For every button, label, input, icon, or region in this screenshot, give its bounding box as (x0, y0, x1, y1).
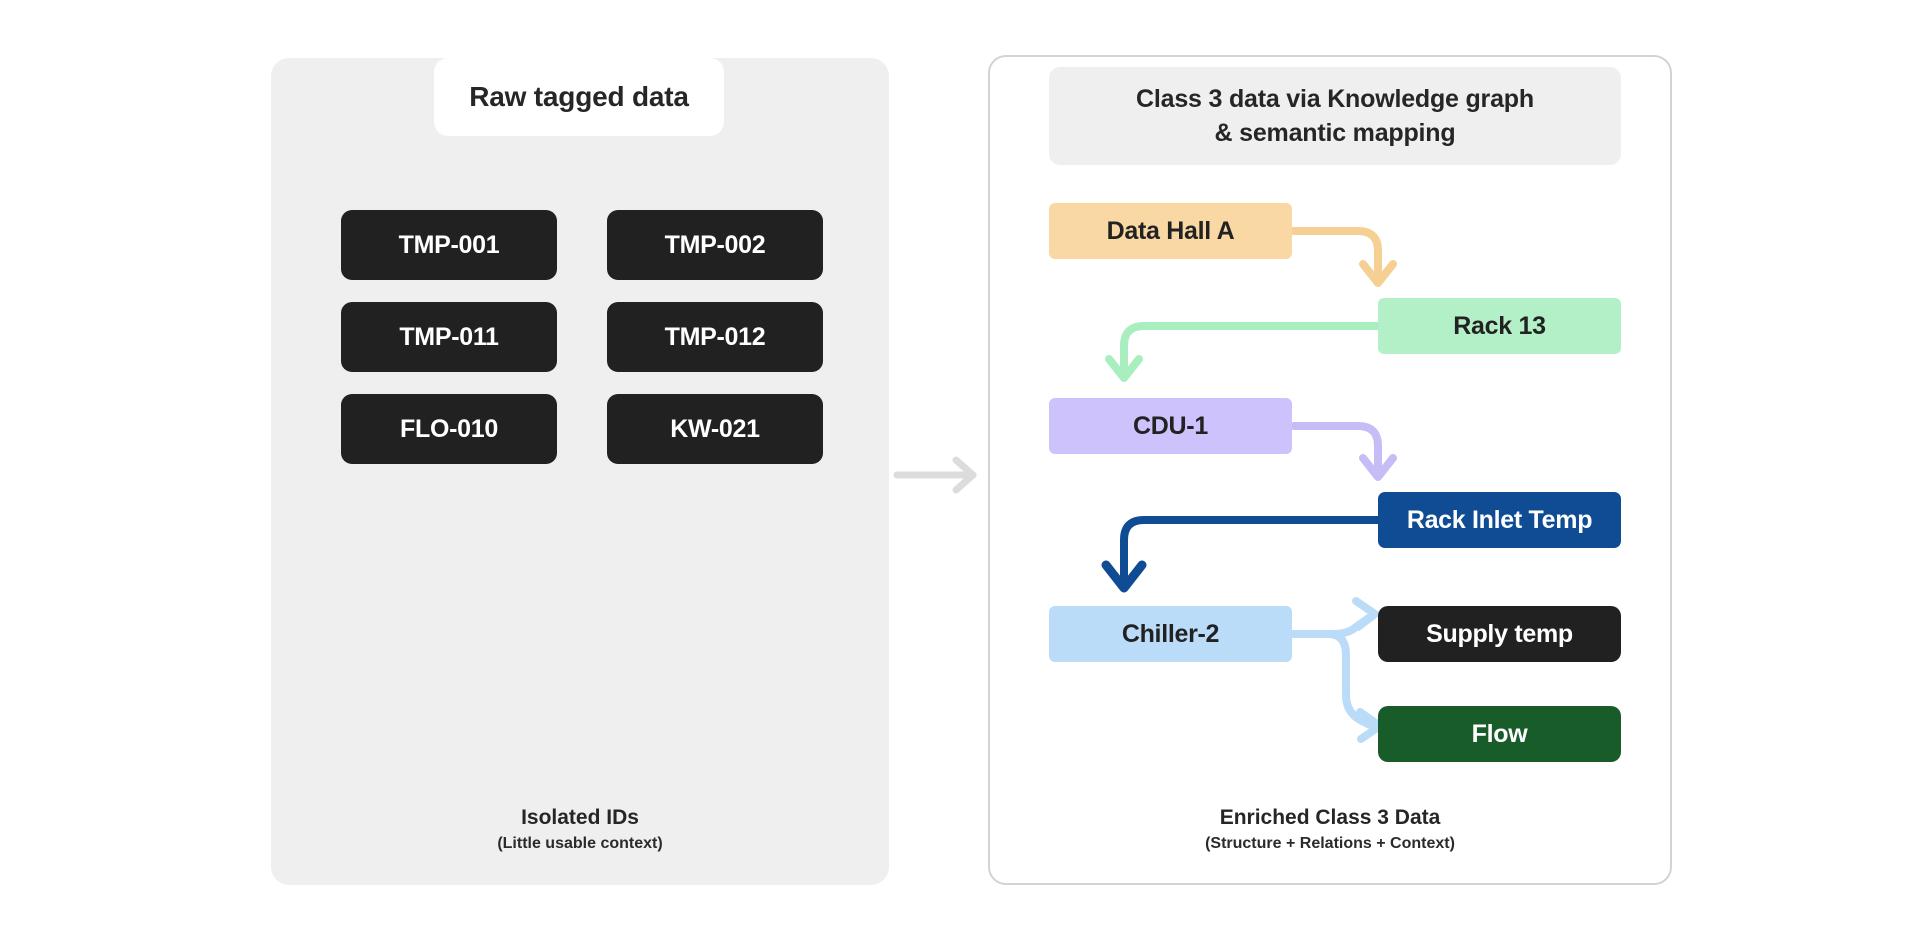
graph-node-flow[interactable]: Flow (1378, 706, 1621, 762)
tag-chip-0[interactable]: TMP-001 (341, 210, 557, 280)
raw-tag-grid: TMP-001 TMP-002 TMP-011 TMP-012 FLO-010 … (341, 210, 823, 464)
graph-node-data-hall-a[interactable]: Data Hall A (1049, 203, 1292, 259)
graph-node-label: Data Hall A (1106, 216, 1235, 245)
tag-chip-4[interactable]: FLO-010 (341, 394, 557, 464)
arrow-right-icon (893, 456, 977, 494)
raw-data-caption-main: Isolated IDs (521, 806, 639, 829)
tag-chip-2[interactable]: TMP-011 (341, 302, 557, 372)
raw-tagged-data-panel (271, 58, 889, 885)
graph-node-cdu-1[interactable]: CDU-1 (1049, 398, 1292, 454)
graph-node-supply-temp[interactable]: Supply temp (1378, 606, 1621, 662)
tag-chip-5[interactable]: KW-021 (607, 394, 823, 464)
tag-chip-label: TMP-012 (664, 322, 766, 351)
graph-node-rack-inlet-temp[interactable]: Rack Inlet Temp (1378, 492, 1621, 548)
raw-tagged-data-title: Raw tagged data (469, 81, 689, 112)
tag-chip-label: TMP-001 (398, 230, 500, 259)
tag-chip-1[interactable]: TMP-002 (607, 210, 823, 280)
enriched-data-caption-sub: (Structure + Relations + Context) (1205, 834, 1455, 852)
graph-node-label: CDU-1 (1133, 411, 1208, 440)
tag-chip-label: TMP-011 (399, 322, 499, 351)
tag-chip-label: FLO-010 (400, 414, 498, 443)
raw-tagged-data-title-chip: Raw tagged data (434, 58, 724, 136)
raw-data-caption: Isolated IDs (Little usable context) (271, 805, 889, 856)
graph-node-label: Rack 13 (1453, 311, 1546, 340)
graph-node-label: Rack Inlet Temp (1406, 505, 1593, 534)
tag-chip-label: KW-021 (670, 414, 760, 443)
graph-node-chiller-2[interactable]: Chiller-2 (1049, 606, 1292, 662)
knowledge-graph-title-line2: & semantic mapping (1214, 119, 1456, 147)
enriched-data-caption: Enriched Class 3 Data (Structure + Relat… (988, 805, 1672, 856)
knowledge-graph-title-box: Class 3 data via Knowledge graph & seman… (1049, 67, 1621, 165)
tag-chip-label: TMP-002 (664, 230, 766, 259)
knowledge-graph-title-line1: Class 3 data via Knowledge graph (1136, 84, 1534, 113)
graph-node-label: Flow (1471, 719, 1528, 748)
raw-data-caption-sub: (Little usable context) (497, 834, 663, 852)
graph-node-rack-13[interactable]: Rack 13 (1378, 298, 1621, 354)
tag-chip-3[interactable]: TMP-012 (607, 302, 823, 372)
graph-node-label: Supply temp (1426, 619, 1573, 648)
enriched-data-caption-main: Enriched Class 3 Data (1219, 806, 1441, 829)
graph-node-label: Chiller-2 (1121, 619, 1220, 648)
